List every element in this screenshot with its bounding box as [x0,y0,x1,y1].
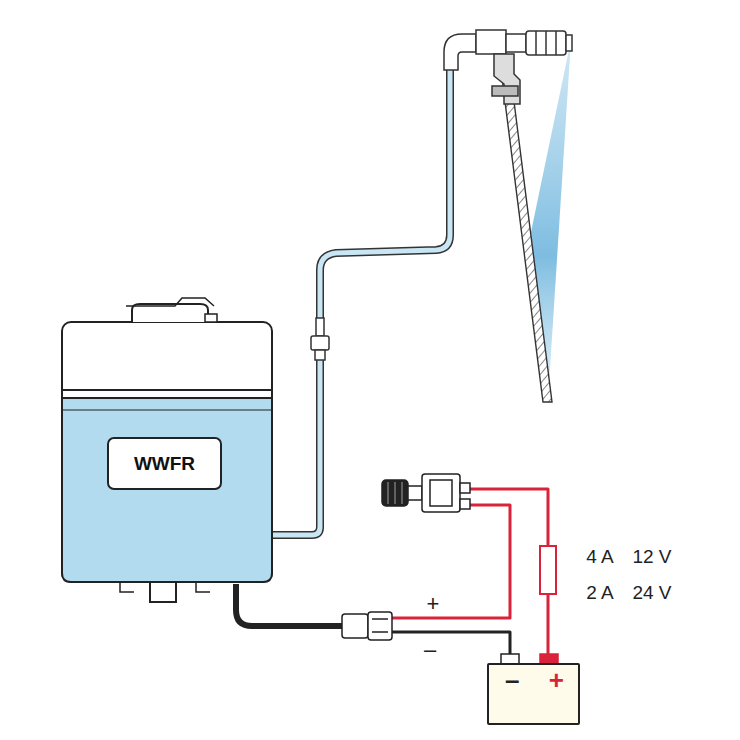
fuse-rating: 4 A [586,547,613,566]
windscreen [500,62,552,402]
washer-tank [62,298,272,602]
terminal-sign: – [505,667,519,693]
fuse-rating: 2 A [586,583,613,602]
wiring [236,489,548,656]
voltage: 24 V [632,583,671,602]
wire-polarity: – [424,639,436,661]
fuse [540,546,556,594]
label-text: WWFR [134,453,195,475]
plug-connector [342,612,392,640]
battery: –+ [487,663,580,725]
product-label: WWFR [107,437,222,490]
wire-polarity: + [427,593,440,615]
switch [382,474,470,512]
washer-hose [272,70,450,535]
spray-nozzle [444,30,572,104]
voltage: 12 V [632,547,671,566]
hose-connector [311,318,329,360]
terminal-sign: + [549,667,564,693]
